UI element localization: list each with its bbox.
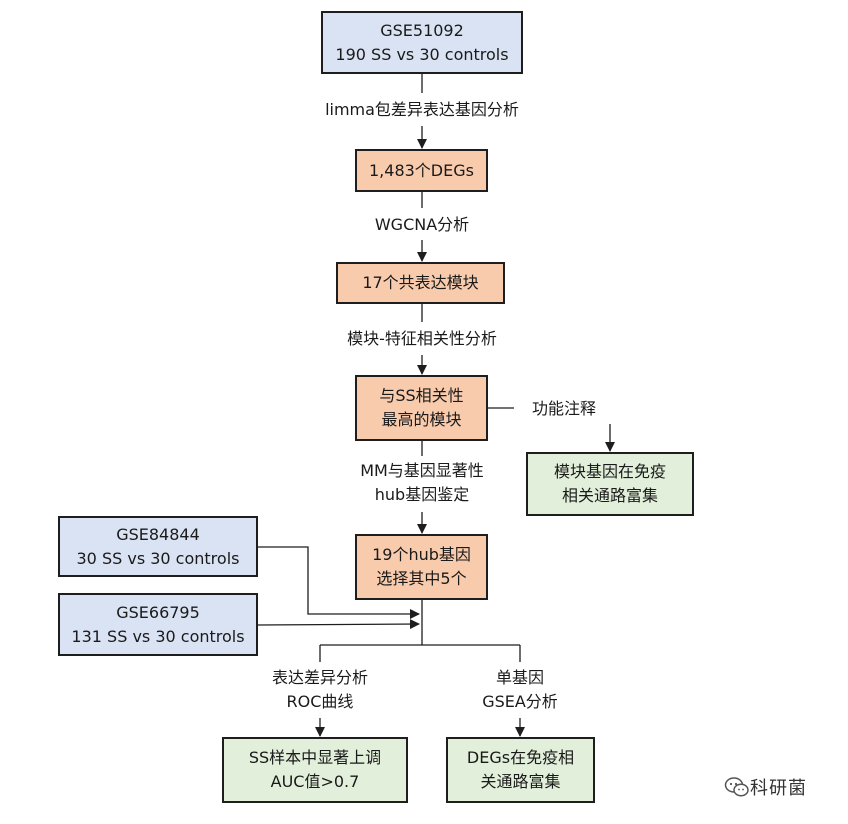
- node-degs: 1,483个DEGs: [355, 149, 488, 192]
- node-hub-genes-line1: 19个hub基因: [372, 545, 471, 564]
- edge-label-gsea-line1: 单基因: [495, 668, 544, 687]
- node-gse51092: GSE51092 190 SS vs 30 controls: [321, 11, 523, 74]
- node-hub-genes: 19个hub基因 选择其中5个: [355, 534, 488, 600]
- edge-label-function: 功能注释: [514, 397, 614, 421]
- edge-label-limma: limma包差异表达基因分析: [292, 98, 552, 122]
- node-module-enrichment-line1: 模块基因在免疫: [553, 462, 666, 481]
- edge-label-mm-line2: hub基因鉴定: [374, 485, 470, 504]
- node-degs-line1: 1,483个DEGs: [369, 160, 474, 180]
- node-modules-line1: 17个共表达模块: [362, 273, 479, 292]
- node-gse84844-line2: 30 SS vs 30 controls: [76, 548, 240, 568]
- node-gse66795-line2: 131 SS vs 30 controls: [71, 626, 245, 646]
- node-modules: 17个共表达模块: [336, 262, 505, 304]
- node-hub-genes-line2: 选择其中5个: [376, 569, 467, 588]
- node-gse51092-line1: GSE51092: [380, 20, 464, 40]
- edge-label-mm-line1: MM与基因显著性: [360, 461, 484, 480]
- watermark: 科研菌: [724, 772, 834, 802]
- node-degs-enrichment: DEGs在免疫相 关通路富集: [446, 737, 595, 803]
- edge-label-function-text: 功能注释: [531, 399, 596, 418]
- edge-label-wgcna-text: WGCNA分析: [374, 215, 470, 234]
- node-module-enrichment: 模块基因在免疫 相关通路富集: [526, 452, 694, 516]
- node-top-module: 与SS相关性 最高的模块: [355, 375, 488, 441]
- node-top-module-line1: 与SS相关性: [379, 386, 464, 405]
- edge-label-roc-line1: 表达差异分析: [271, 668, 368, 687]
- edge-label-roc: 表达差异分析 ROC曲线: [250, 666, 390, 714]
- edge-label-gsea-line2: GSEA分析: [482, 692, 558, 711]
- node-gse84844: GSE84844 30 SS vs 30 controls: [58, 516, 258, 577]
- edge-label-module-trait: 模块-特征相关性分析: [317, 327, 527, 351]
- edge-label-module-trait-text: 模块-特征相关性分析: [347, 329, 497, 348]
- node-degs-enrichment-line2: 关通路富集: [480, 772, 561, 791]
- node-gse84844-line1: GSE84844: [116, 524, 200, 544]
- edge-label-gsea: 单基因 GSEA分析: [460, 666, 580, 714]
- node-auc: SS样本中显著上调 AUC值>0.7: [222, 737, 408, 803]
- edge-label-wgcna: WGCNA分析: [352, 213, 492, 237]
- node-module-enrichment-line2: 相关通路富集: [561, 486, 658, 505]
- node-degs-enrichment-line1: DEGs在免疫相: [466, 748, 575, 767]
- node-top-module-line2: 最高的模块: [381, 410, 462, 429]
- node-gse66795: GSE66795 131 SS vs 30 controls: [58, 593, 258, 656]
- node-gse66795-line1: GSE66795: [116, 602, 200, 622]
- edge-label-limma-text: limma包差异表达基因分析: [325, 100, 519, 119]
- node-gse51092-line2: 190 SS vs 30 controls: [335, 44, 509, 64]
- node-auc-line2: AUC值>0.7: [270, 772, 360, 791]
- watermark-text: 科研菌: [750, 778, 807, 799]
- node-auc-line1: SS样本中显著上调: [248, 748, 382, 767]
- edge-label-mm: MM与基因显著性 hub基因鉴定: [332, 459, 512, 507]
- edge-label-roc-line2: ROC曲线: [286, 692, 354, 711]
- wechat-icon: [724, 777, 749, 797]
